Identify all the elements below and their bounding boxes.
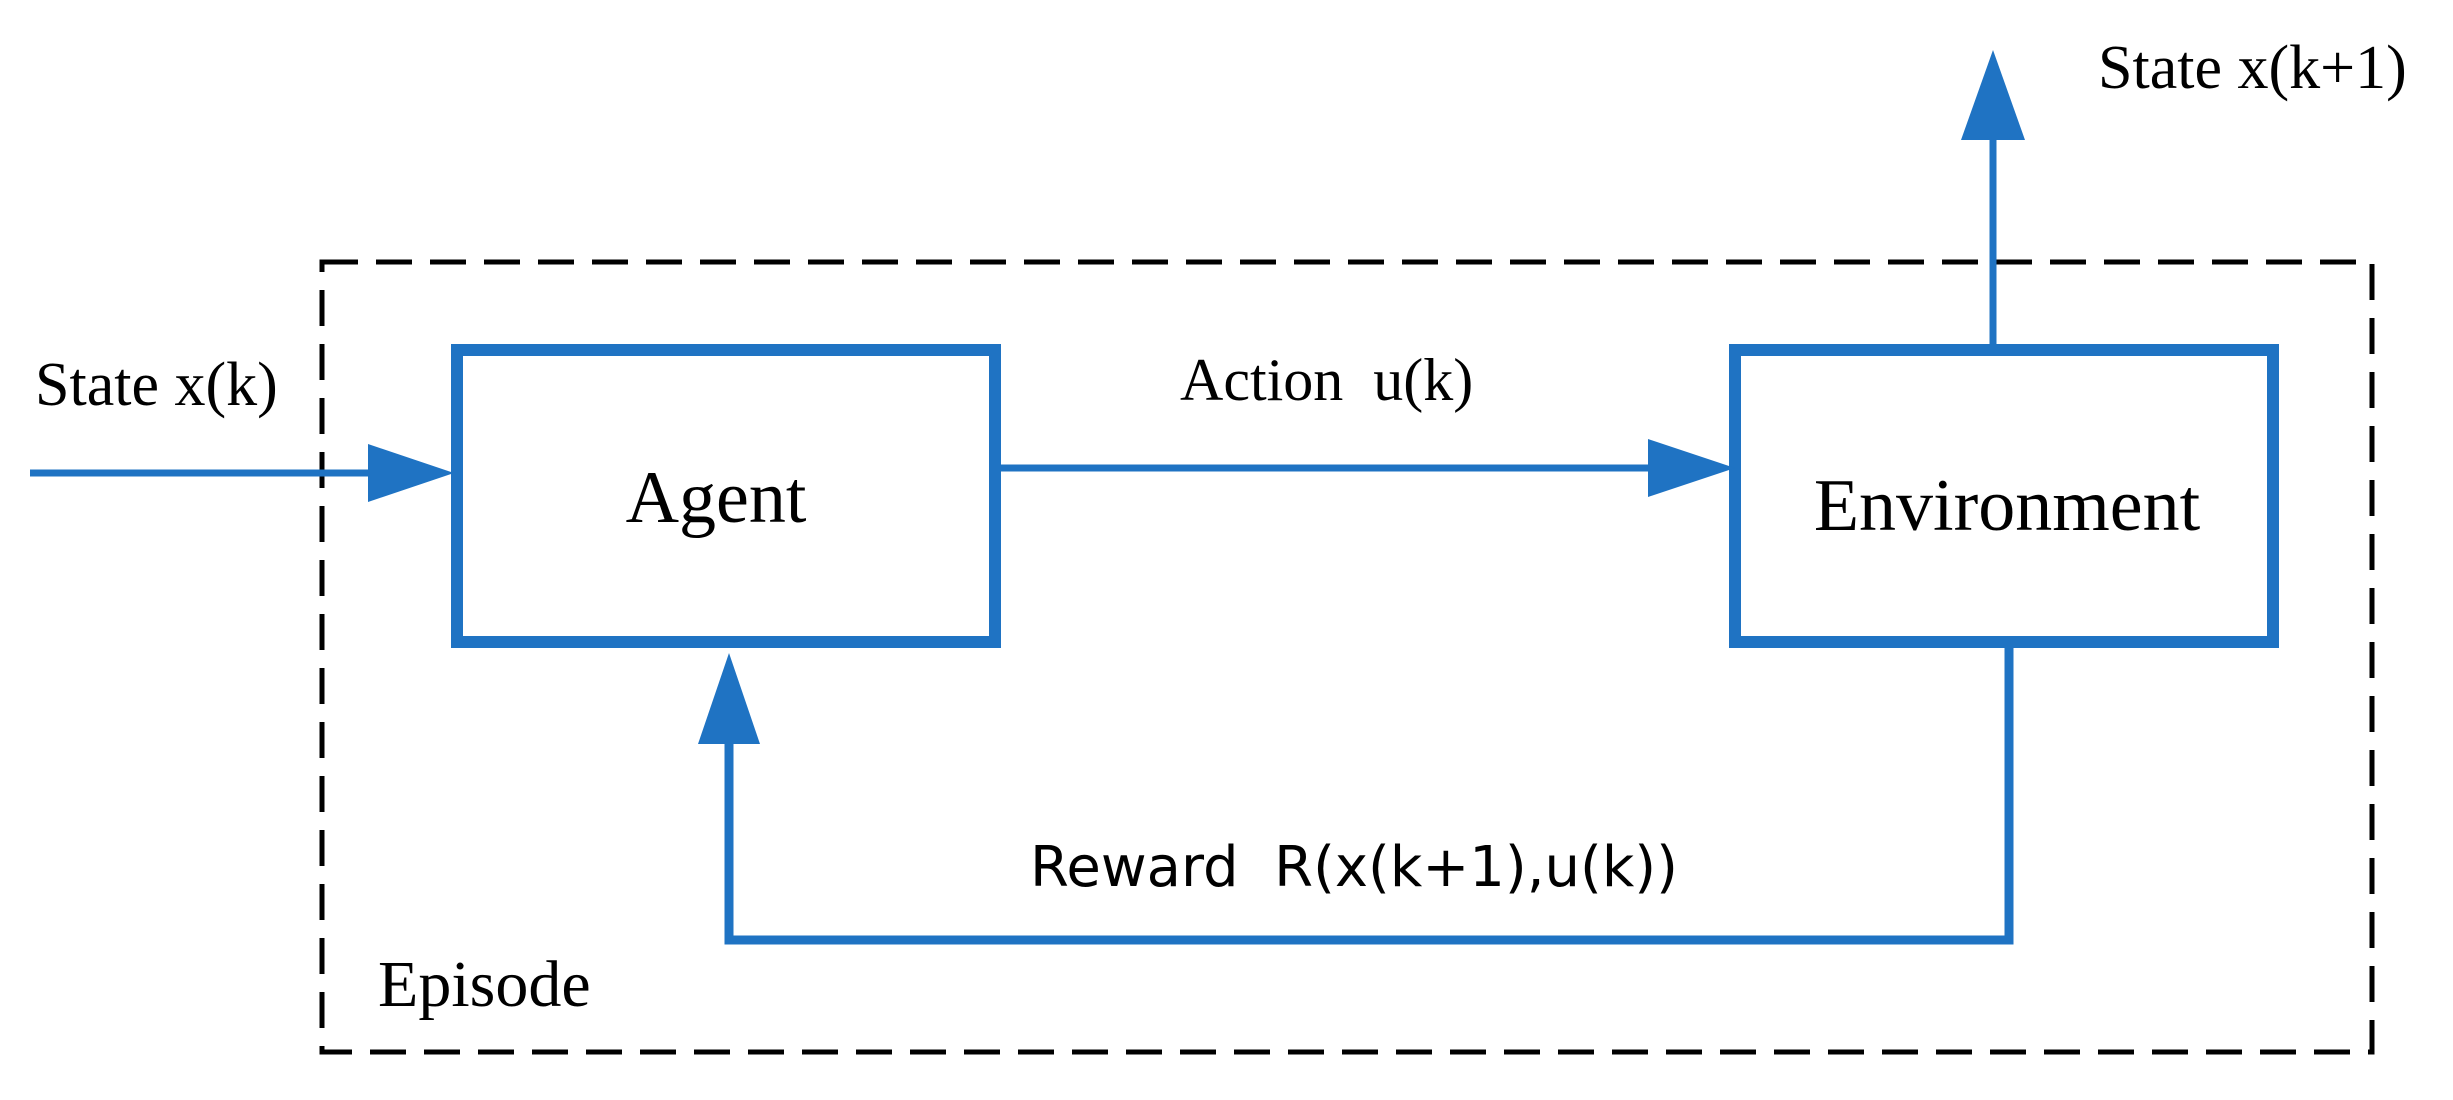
reward-label: Reward R(x(k+1),u(k)): [1030, 835, 1678, 900]
agent-block: [451, 344, 1001, 648]
output-state-label: State x(k+1): [2098, 34, 2407, 102]
reward-arrow: [698, 648, 2014, 945]
agent-label: Agent: [626, 457, 807, 539]
environment-label: Environment: [1814, 465, 2201, 547]
output-state-arrow: [1961, 50, 2025, 344]
input-state-label: State x(k): [35, 351, 278, 419]
episode-frame: [319, 259, 2375, 1055]
environment-block: [1729, 344, 2279, 648]
episode-label: Episode: [378, 948, 591, 1021]
action-arrow: [1001, 439, 1735, 497]
action-label: Action u(k): [1180, 347, 1473, 413]
input-state-arrow: [30, 444, 454, 502]
